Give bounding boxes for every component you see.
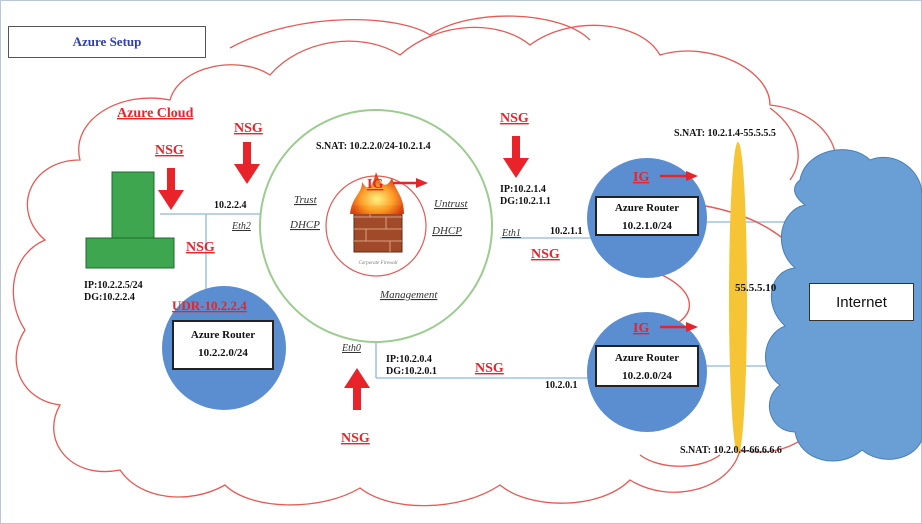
nsg-label-untrust: NSG — [500, 111, 529, 126]
eth2-ip: 10.2.2.4 — [214, 200, 247, 211]
router-box-management: Azure Router 10.2.0.0/24 — [595, 345, 699, 387]
router-box-untrust: Azure Router 10.2.1.0/24 — [595, 196, 699, 236]
vm-dg: DG:10.2.2.4 — [84, 292, 135, 303]
snat-bottom: S.NAT: 10.2.0.4-66.6.6.6 — [680, 445, 782, 456]
public-ip: 55.5.5.10 — [735, 282, 777, 294]
firewall-snat: S.NAT: 10.2.2.0/24-10.2.1.4 — [316, 141, 431, 152]
dhcp-label-untrust: DHCP — [431, 225, 462, 237]
udr-label: UDR-10.2.2.4 — [172, 298, 247, 313]
ig-label-router-untrust: IG — [633, 170, 649, 185]
nsg-label-eth0: NSG — [341, 431, 370, 446]
nsg-label-vm: NSG — [155, 143, 184, 158]
title-box: Azure Setup — [8, 26, 206, 58]
router-title: Azure Router — [190, 329, 256, 341]
ig-arrows — [393, 171, 698, 332]
gateway-0: 10.2.0.1 — [545, 380, 578, 391]
page-title: Azure Setup — [72, 34, 142, 49]
eth1-ip: IP:10.2.1.4 — [500, 184, 546, 195]
vm-server-icon — [85, 171, 175, 269]
nsg-label-mgmt-link: NSG — [475, 361, 504, 376]
eth1-label: Eth1 — [501, 228, 521, 239]
nsg-label-eth2: NSG — [234, 121, 263, 136]
eth0-label: Eth0 — [341, 343, 361, 354]
eth0-dg: DG:10.2.0.1 — [386, 366, 437, 377]
router-box-udr: Azure Router 10.2.2.0/24 — [172, 320, 274, 370]
router-subnet: 10.2.0.0/24 — [622, 370, 672, 382]
dhcp-label-trust: DHCP — [289, 219, 320, 231]
router-title: Azure Router — [614, 202, 680, 214]
untrust-label: Untrust — [434, 198, 469, 210]
management-label: Management — [379, 289, 438, 301]
nsg-label-eth1: NSG — [531, 247, 560, 262]
cloud-label: Azure Cloud — [117, 106, 194, 121]
firewall-icon — [350, 172, 404, 253]
internet-box: Internet — [809, 283, 914, 321]
snat-top: S.NAT: 10.2.1.4-55.5.5.5 — [674, 128, 776, 139]
ig-label-router-mgmt: IG — [633, 321, 649, 336]
internet-label: Internet — [836, 293, 887, 311]
firewall-watermark: Corporate Firewall — [358, 261, 398, 266]
ig-label-firewall: IG — [367, 177, 383, 192]
vm-ip: IP:10.2.2.5/24 — [84, 280, 143, 291]
router-subnet: 10.2.1.0/24 — [622, 220, 672, 232]
nsg-arrows — [158, 136, 529, 410]
router-title: Azure Router — [614, 352, 680, 364]
eth1-dg: DG:10.2.1.1 — [500, 196, 551, 207]
router-subnet: 10.2.2.0/24 — [198, 347, 248, 359]
public-ip-bar — [729, 142, 747, 454]
nsg-label-udr: NSG — [186, 240, 215, 255]
eth0-ip: IP:10.2.0.4 — [386, 354, 432, 365]
gateway-1: 10.2.1.1 — [550, 226, 583, 237]
azure-cloud — [12, 15, 876, 507]
trust-label: Trust — [294, 194, 318, 206]
eth2-label: Eth2 — [231, 221, 251, 232]
